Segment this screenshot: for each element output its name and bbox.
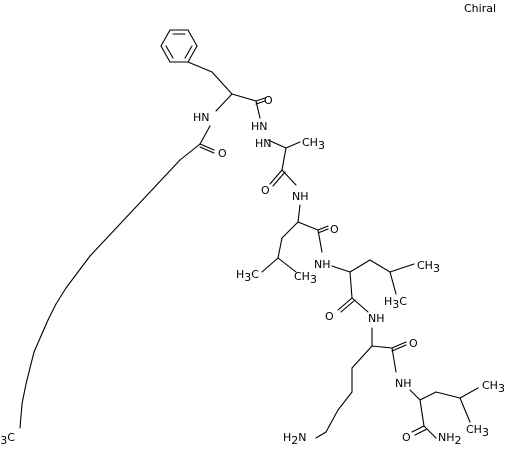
atom-nh-leu2: NH [314,258,331,271]
chiral-label: Chiral [464,2,497,15]
atom-nh-leu3: NH [395,377,412,390]
leu1-residue [261,204,329,273]
atom-o-lys: O [409,337,418,350]
atom-nh-acyl: HN [193,111,210,124]
atom-h2n-lys: H2N [283,431,307,447]
phe-residue [187,61,266,119]
atom-o-leu3: O [402,431,411,444]
leu2-residue [331,259,415,313]
atom-o-ala: O [261,184,270,197]
atom-ch3-leu1: CH3 [294,270,317,286]
atom-nh-phe: HN [251,120,268,133]
atom-o-phe: O [264,94,273,107]
atom-nh-lys: NH [368,312,385,325]
acyl-carbonyl [199,125,215,154]
atom-ch3-leu2: CH3 [417,259,440,275]
leu3-residue [409,387,479,439]
atom-ch3-ala: CH3 [302,136,325,152]
atom-ch3-leu3b: CH3 [466,423,489,439]
fatty-acyl-chain [19,143,201,429]
ala-residue [267,139,301,187]
lys-residue [315,327,407,439]
phenyl-ring [160,29,198,63]
atom-o-leu2: O [325,310,334,323]
atom-h3c-leu2: H3C [384,295,407,311]
atom-nh-leu1: NH [292,190,309,203]
atom-o-acyl: O [218,147,227,160]
atom-nh2-term: NH2 [438,431,462,447]
atom-ch3-leu3a: CH3 [482,379,505,395]
atom-h3c-chain: H3C [0,431,15,447]
atom-h3c-leu1: H3C [236,268,259,284]
atom-nh-ala: HN [255,137,272,150]
atom-o-leu1: O [330,223,339,236]
